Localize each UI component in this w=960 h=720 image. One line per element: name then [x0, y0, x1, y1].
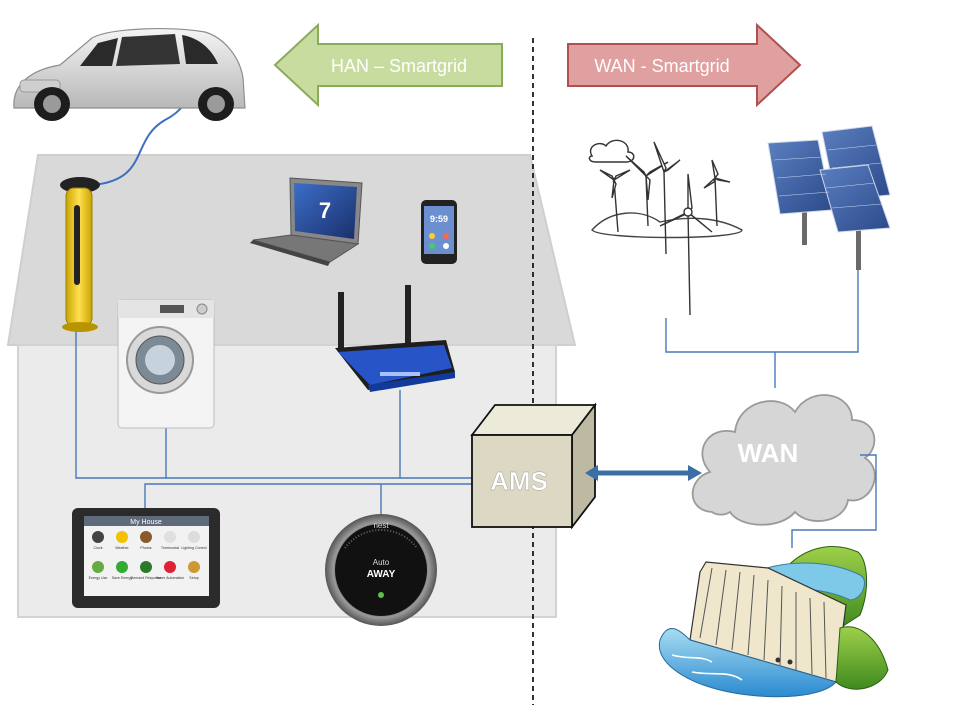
tablet-app-label: Thermostat	[161, 546, 179, 550]
ams-label: AMS	[490, 466, 548, 496]
thermostat-brand: nest	[373, 521, 389, 530]
wifi-router-icon	[335, 285, 455, 392]
tablet-app-icon	[92, 561, 104, 573]
phone-time: 9:59	[430, 214, 448, 224]
han-arrow: HAN – Smartgrid	[273, 22, 503, 108]
wan-wiring	[665, 270, 877, 548]
wan-cloud: WAN	[691, 394, 876, 526]
laptop-icon: 7	[250, 177, 363, 266]
tablet-app-label: Save Energy	[112, 576, 133, 580]
tablet-app-label: Clock	[94, 546, 103, 550]
hydro-dam-icon	[658, 546, 889, 698]
energy-tablet-icon: My House	[72, 508, 220, 608]
tablet-app-label: Demand Response	[131, 576, 162, 580]
tablet-app-icon	[188, 561, 200, 573]
ams-wan-link	[585, 465, 702, 481]
solar-panels-icon	[767, 125, 891, 270]
ams-cube: AMS	[470, 402, 597, 530]
tablet-app-icon	[140, 531, 152, 543]
han-wiring	[75, 330, 472, 515]
smartphone-icon: 9:59	[421, 200, 457, 264]
tablet-app-icon	[140, 561, 152, 573]
wan-arrow-shape	[567, 22, 802, 108]
tablet-app-icon	[164, 561, 176, 573]
tablet-app-label: Setup	[189, 576, 198, 580]
car-icon	[13, 28, 246, 121]
tablet-app-icon	[116, 531, 128, 543]
tablet-app-icon	[164, 531, 176, 543]
han-arrow-label: HAN – Smartgrid	[331, 56, 467, 76]
tablet-app-icon	[92, 531, 104, 543]
wind-turbines-icon	[588, 139, 743, 316]
ev-charger-icon	[60, 177, 100, 332]
wan-arrow-label: WAN - Smartgrid	[594, 56, 729, 76]
tablet-app-label: Weather	[115, 546, 129, 550]
tablet-title: My House	[130, 519, 162, 526]
thermostat-mode-line1: Auto	[373, 558, 390, 567]
tablet-app-label: Lighting Control	[181, 546, 206, 550]
washing-machine-icon	[117, 299, 215, 429]
tablet-app-icon	[188, 531, 200, 543]
svg-text:7: 7	[319, 198, 331, 223]
tablet-app-label: Photos	[140, 546, 151, 550]
tablet-app-label: Energy Use	[89, 576, 108, 580]
tablet-app-label: Home Automation	[156, 576, 185, 580]
tablet-app-icon	[116, 561, 128, 573]
han-arrow-shape	[273, 22, 503, 108]
wan-cloud-label: WAN	[738, 438, 799, 468]
wan-arrow: WAN - Smartgrid	[567, 22, 802, 108]
thermostat-icon: nest Auto AWAY	[325, 514, 437, 626]
thermostat-mode-line2: AWAY	[367, 569, 396, 580]
